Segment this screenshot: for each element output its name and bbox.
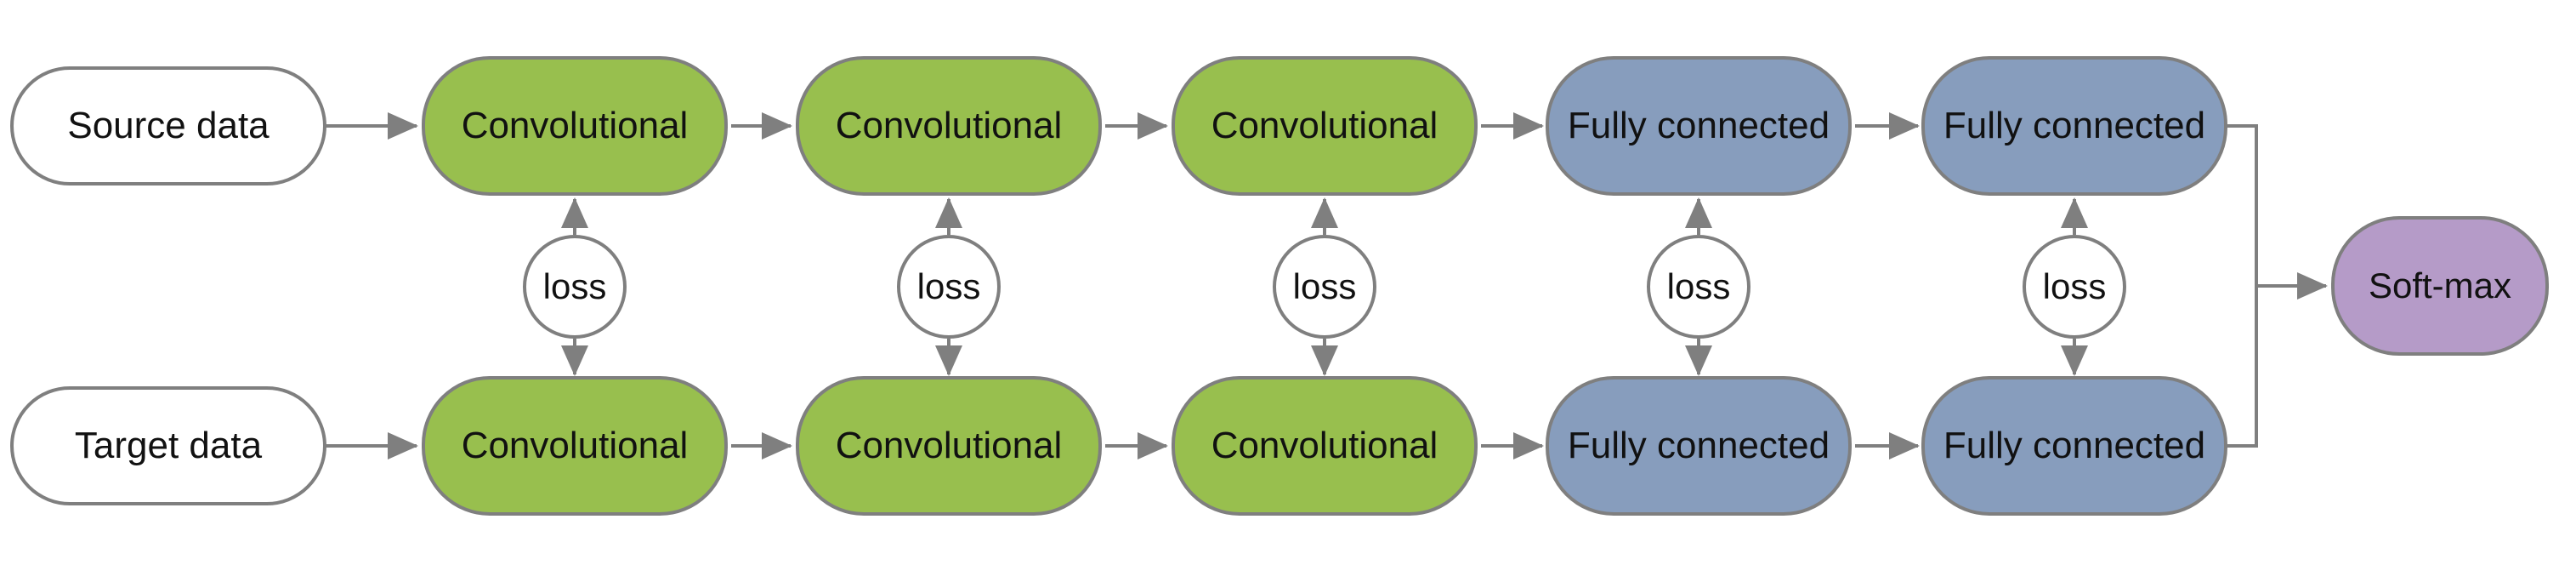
softmax-node: Soft-max — [2331, 216, 2549, 356]
source-conv-layer-1: Convolutional — [422, 56, 728, 196]
source-data-node: Source data — [10, 66, 326, 185]
target-fc-layer-2: Fully connected — [1921, 376, 2227, 516]
source-fc-layer-1: Fully connected — [1546, 56, 1852, 196]
target-conv-layer-2: Convolutional — [796, 376, 1102, 516]
target-conv-layer-1: Convolutional — [422, 376, 728, 516]
target-conv-layer-3: Convolutional — [1172, 376, 1478, 516]
target-fc-layer-1: Fully connected — [1546, 376, 1852, 516]
loss-node-3: loss — [1273, 235, 1376, 339]
connector-fc2-top-to-merge — [2224, 124, 2258, 448]
loss-node-2: loss — [897, 235, 1001, 339]
source-fc-layer-2: Fully connected — [1921, 56, 2227, 196]
source-conv-layer-3: Convolutional — [1172, 56, 1478, 196]
loss-node-5: loss — [2023, 235, 2126, 339]
loss-node-1: loss — [523, 235, 627, 339]
loss-node-4: loss — [1647, 235, 1750, 339]
source-conv-layer-2: Convolutional — [796, 56, 1102, 196]
target-data-node: Target data — [10, 386, 326, 505]
